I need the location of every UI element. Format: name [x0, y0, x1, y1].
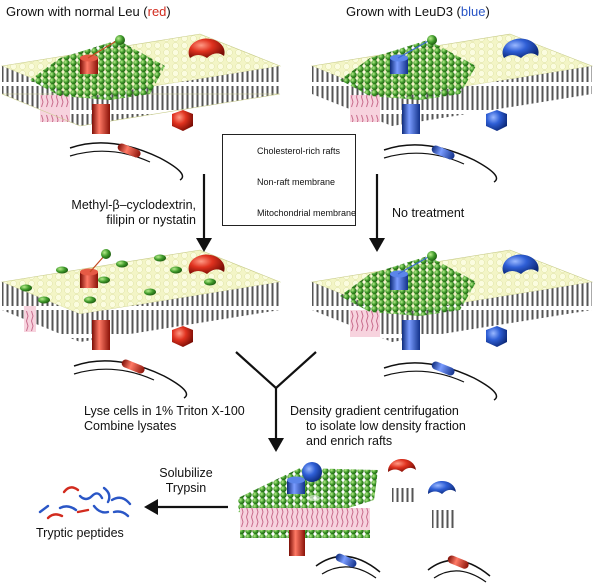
lyse-label: Lyse cells in 1% Triton X-100 Combine ly… [84, 404, 245, 434]
mitochondrial-fragments [315, 553, 491, 583]
left-treatment-line-2: filipin or nystatin [106, 213, 196, 227]
solubilized-proteins [387, 458, 456, 528]
title-left: Grown with normal Leu (red) [6, 4, 171, 19]
arrow-left-solubilize [144, 499, 228, 515]
title-right-color-word: blue [460, 4, 486, 19]
legend-rafts-label: Cholesterol-rich rafts [257, 146, 341, 156]
solubilize-line-1: Solubilize [159, 466, 213, 480]
membrane-middle-right [310, 249, 594, 401]
title-left-text: Grown with normal Leu ( [6, 4, 148, 19]
title-left-suffix: ) [166, 4, 171, 19]
density-line-1: Density gradient centrifugation [290, 404, 459, 418]
left-treatment-label: Methyl-β–cyclodextrin, filipin or nystat… [56, 198, 196, 228]
right-treatment-label: No treatment [392, 206, 465, 220]
title-right-suffix: ) [485, 4, 490, 19]
solubilize-line-2: Trypsin [165, 481, 207, 495]
title-right-text: Grown with LeuD3 ( [346, 4, 461, 19]
lyse-line-1: Lyse cells in 1% Triton X-100 [84, 404, 245, 418]
arrow-left-down [196, 174, 212, 252]
enriched-raft [238, 462, 378, 556]
solubilize-label: Solubilize Trypsin [146, 466, 226, 496]
density-line-2: to isolate low density fraction [306, 419, 466, 433]
merge-arrow [235, 351, 317, 452]
membrane-middle-left [0, 249, 282, 399]
density-line-3: and enrich rafts [306, 434, 393, 448]
legend-nonraft-label: Non-raft membrane [257, 177, 336, 187]
membrane-top-right [310, 33, 594, 183]
membrane-top-left [0, 33, 282, 181]
arrow-right-down [369, 174, 385, 252]
legend-box: Cholesterol-rich rafts Non-raft membrane… [222, 134, 356, 226]
title-left-color-word: red [147, 4, 167, 19]
left-treatment-line-1: Methyl-β–cyclodextrin, [71, 198, 196, 212]
lyse-line-2: Combine lysates [84, 419, 177, 433]
density-label: Density gradient centrifugation to isola… [290, 404, 466, 449]
legend-mito-label: Mitochondrial membrane [257, 208, 357, 218]
tryptic-label: Tryptic peptides [36, 526, 124, 540]
tryptic-peptide-fragments [38, 486, 132, 520]
title-right: Grown with LeuD3 (blue) [346, 4, 490, 19]
